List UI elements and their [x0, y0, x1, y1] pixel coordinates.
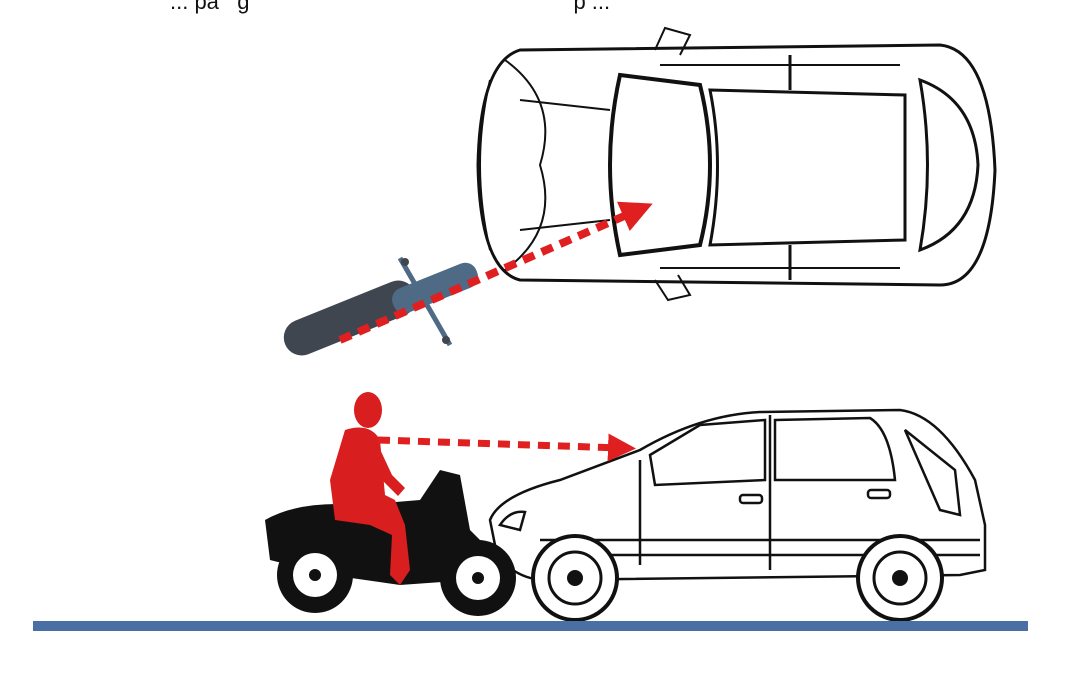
car-top-view — [476, 26, 997, 302]
cropped-caption: ... pa g p ... — [170, 0, 611, 14]
motorcycle-top-view — [283, 256, 478, 356]
car-front-wheel — [531, 534, 619, 622]
motorcycle-side-view — [265, 470, 516, 616]
rider-figure — [330, 392, 410, 585]
top-view-impact-arrow — [338, 201, 653, 344]
car-rear-wheel — [856, 534, 944, 622]
side-view-motion-arrow — [377, 433, 636, 462]
ground-line — [33, 621, 1028, 631]
